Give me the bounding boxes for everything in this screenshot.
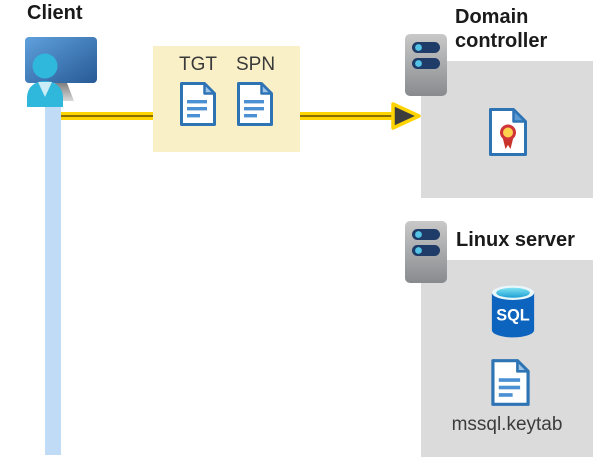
tgt-document-icon (179, 81, 217, 127)
person-at-computer-icon (18, 35, 108, 107)
keytab-file-label: mssql.keytab (451, 414, 563, 435)
spn-label: SPN (236, 54, 276, 75)
linux-server-icon (404, 220, 448, 284)
domain-controller-server-icon (404, 33, 448, 97)
client-drop-connector-line (45, 95, 61, 455)
sql-database-icon: SQL (491, 285, 535, 338)
tgt-label: TGT (179, 54, 217, 75)
client-label: Client (27, 2, 83, 24)
domain-controller-label: Domain controller (455, 6, 548, 52)
certificate-icon (488, 107, 528, 157)
ticket-documents-row (179, 81, 274, 127)
ticket-labels-row: TGT SPN (179, 54, 276, 76)
sql-label: SQL (496, 307, 530, 325)
spn-document-icon (236, 81, 274, 127)
right-arrow-icon (391, 102, 421, 130)
linux-server-label: Linux server (456, 229, 575, 251)
keytab-document-icon (490, 358, 531, 407)
ticket-highlight-box: TGT SPN (153, 46, 300, 152)
